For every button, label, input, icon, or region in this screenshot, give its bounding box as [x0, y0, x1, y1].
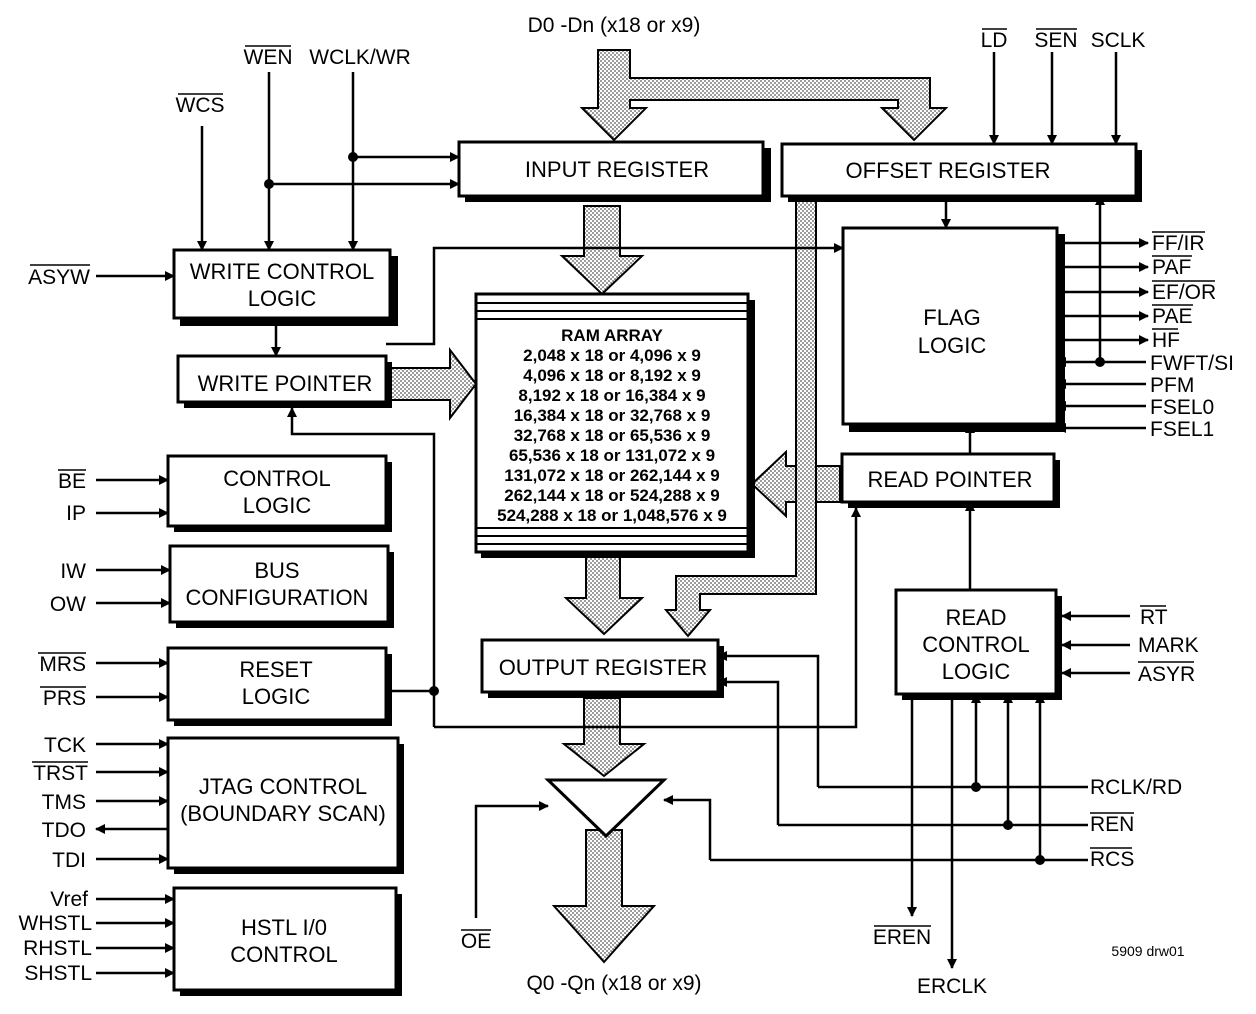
input-register-block: [457, 140, 771, 202]
input-register-label: INPUT REGISTER: [525, 157, 709, 182]
bus-configuration-block: [168, 544, 394, 628]
write-pointer-label: WRITE POINTER: [198, 371, 373, 396]
tdo-label: TDO: [42, 819, 86, 842]
flag-logic-label-1: FLAG: [923, 305, 980, 330]
offset-register-block: [780, 142, 1142, 202]
ram-line: 2,048 x 18 or 4,096 x 9: [523, 346, 701, 365]
control-logic-label-2: LOGIC: [243, 493, 312, 518]
reset-logic-label-2: LOGIC: [242, 684, 311, 709]
control-logic-block: [166, 454, 392, 532]
read-pointer-block: [840, 452, 1060, 508]
write-control-label-2: LOGIC: [248, 286, 317, 311]
wclk-label: WCLK/WR: [309, 46, 411, 69]
flag-logic-label-2: LOGIC: [918, 333, 987, 358]
pae-label: PAE: [1152, 305, 1192, 328]
erclk-label: ERCLK: [917, 975, 987, 998]
vref-label: Vref: [50, 888, 88, 911]
output-register-block: [480, 638, 724, 698]
ram-line: 8,192 x 18 or 16,384 x 9: [518, 386, 705, 405]
pfm-label: PFM: [1150, 374, 1194, 397]
prs-label: PRS: [43, 687, 86, 710]
ram-line: 32,768 x 18 or 65,536 x 9: [514, 426, 711, 445]
data-out-bus: [551, 829, 657, 964]
fsel1-label: FSEL1: [1150, 418, 1214, 441]
data-in-label: D0 -Dn (x18 or x9): [528, 14, 701, 37]
reset-logic-block: [166, 646, 392, 726]
ef-or-label: EF/OR: [1152, 281, 1216, 304]
eren-label: EREN: [873, 926, 931, 949]
control-logic-label-1: CONTROL: [223, 466, 331, 491]
jtag-label-1: JTAG CONTROL: [199, 774, 367, 799]
shstl-label: SHSTL: [24, 962, 92, 985]
ld-label: LD: [981, 29, 1008, 52]
mrs-label: MRS: [39, 653, 86, 676]
read-control-block: [894, 588, 1062, 700]
asyr-label: ASYR: [1138, 663, 1195, 686]
read-control-label-2: CONTROL: [922, 632, 1030, 657]
paf-label: PAF: [1152, 256, 1191, 279]
read-control-label-1: READ: [945, 605, 1006, 630]
data-in-bus: [579, 49, 949, 142]
ram-array-block: [474, 292, 755, 558]
ram-to-output-bus: [563, 555, 645, 636]
write-pointer-bus: [387, 347, 478, 421]
rclk-label: RCLK/RD: [1090, 776, 1182, 799]
rcs-label: RCS: [1090, 848, 1134, 871]
sen-label: SEN: [1034, 29, 1077, 52]
fsel0-label: FSEL0: [1150, 396, 1214, 419]
hstl-control-block: [172, 886, 402, 996]
ow-label: OW: [50, 593, 86, 616]
ren-label: REN: [1090, 813, 1134, 836]
sclk-label: SCLK: [1091, 29, 1146, 52]
ram-line: 65,536 x 18 or 131,072 x 9: [509, 446, 715, 465]
fwft-label: FWFT/SI: [1150, 352, 1234, 375]
write-control-label-1: WRITE CONTROL: [190, 259, 375, 284]
bus-config-label-2: CONFIGURATION: [186, 585, 369, 610]
hstl-label-1: HSTL I/0: [241, 915, 327, 940]
read-control-label-3: LOGIC: [942, 659, 1011, 684]
tms-label: TMS: [42, 791, 86, 814]
be-label: BE: [58, 470, 86, 493]
offset-register-label: OFFSET REGISTER: [846, 158, 1051, 183]
offset-bypass-bus: [663, 197, 817, 638]
output-to-buffer-bus: [561, 697, 647, 778]
wen-label: WEN: [244, 46, 293, 69]
ram-line: 16,384 x 18 or 32,768 x 9: [514, 406, 711, 425]
ram-line: 524,288 x 18 or 1,048,576 x 9: [497, 506, 727, 525]
ff-ir-label: FF/IR: [1152, 232, 1205, 255]
ram-line: 131,072 x 18 or 262,144 x 9: [504, 466, 720, 485]
rhstl-label: RHSTL: [23, 937, 92, 960]
reset-logic-label-1: RESET: [239, 657, 312, 682]
ram-array-title: RAM ARRAY: [561, 326, 663, 345]
tdi-label: TDI: [52, 849, 86, 872]
asyw-label: ASYW: [28, 266, 90, 289]
iw-label: IW: [60, 560, 86, 583]
data-out-label: Q0 -Qn (x18 or x9): [526, 972, 701, 995]
output-buffer: [544, 778, 668, 839]
jtag-control-block: [166, 736, 404, 874]
hf-label: HF: [1152, 329, 1180, 352]
bus-config-label-1: BUS: [254, 558, 299, 583]
output-register-label: OUTPUT REGISTER: [499, 655, 708, 680]
write-control-block: [172, 248, 398, 326]
tck-label: TCK: [44, 734, 86, 757]
hstl-label-2: CONTROL: [230, 942, 338, 967]
flag-logic-block: [841, 226, 1065, 432]
oe-label: OE: [461, 930, 491, 953]
jtag-label-2: (BOUNDARY SCAN): [180, 801, 386, 826]
read-pointer-label: READ POINTER: [867, 467, 1032, 492]
trst-label: TRST: [33, 762, 88, 785]
write-pointer-block: [176, 354, 392, 408]
ram-line: 4,096 x 18 or 8,192 x 9: [523, 366, 701, 385]
mark-label: MARK: [1138, 634, 1199, 657]
rt-label: RT: [1140, 606, 1168, 629]
drawing-id: 5909 drw01: [1111, 943, 1184, 959]
whstl-label: WHSTL: [19, 912, 93, 935]
input-to-ram-bus: [559, 205, 645, 296]
ram-line: 262,144 x 18 or 524,288 x 9: [504, 486, 720, 505]
wcs-label: WCS: [176, 94, 225, 117]
ip-label: IP: [66, 502, 86, 525]
